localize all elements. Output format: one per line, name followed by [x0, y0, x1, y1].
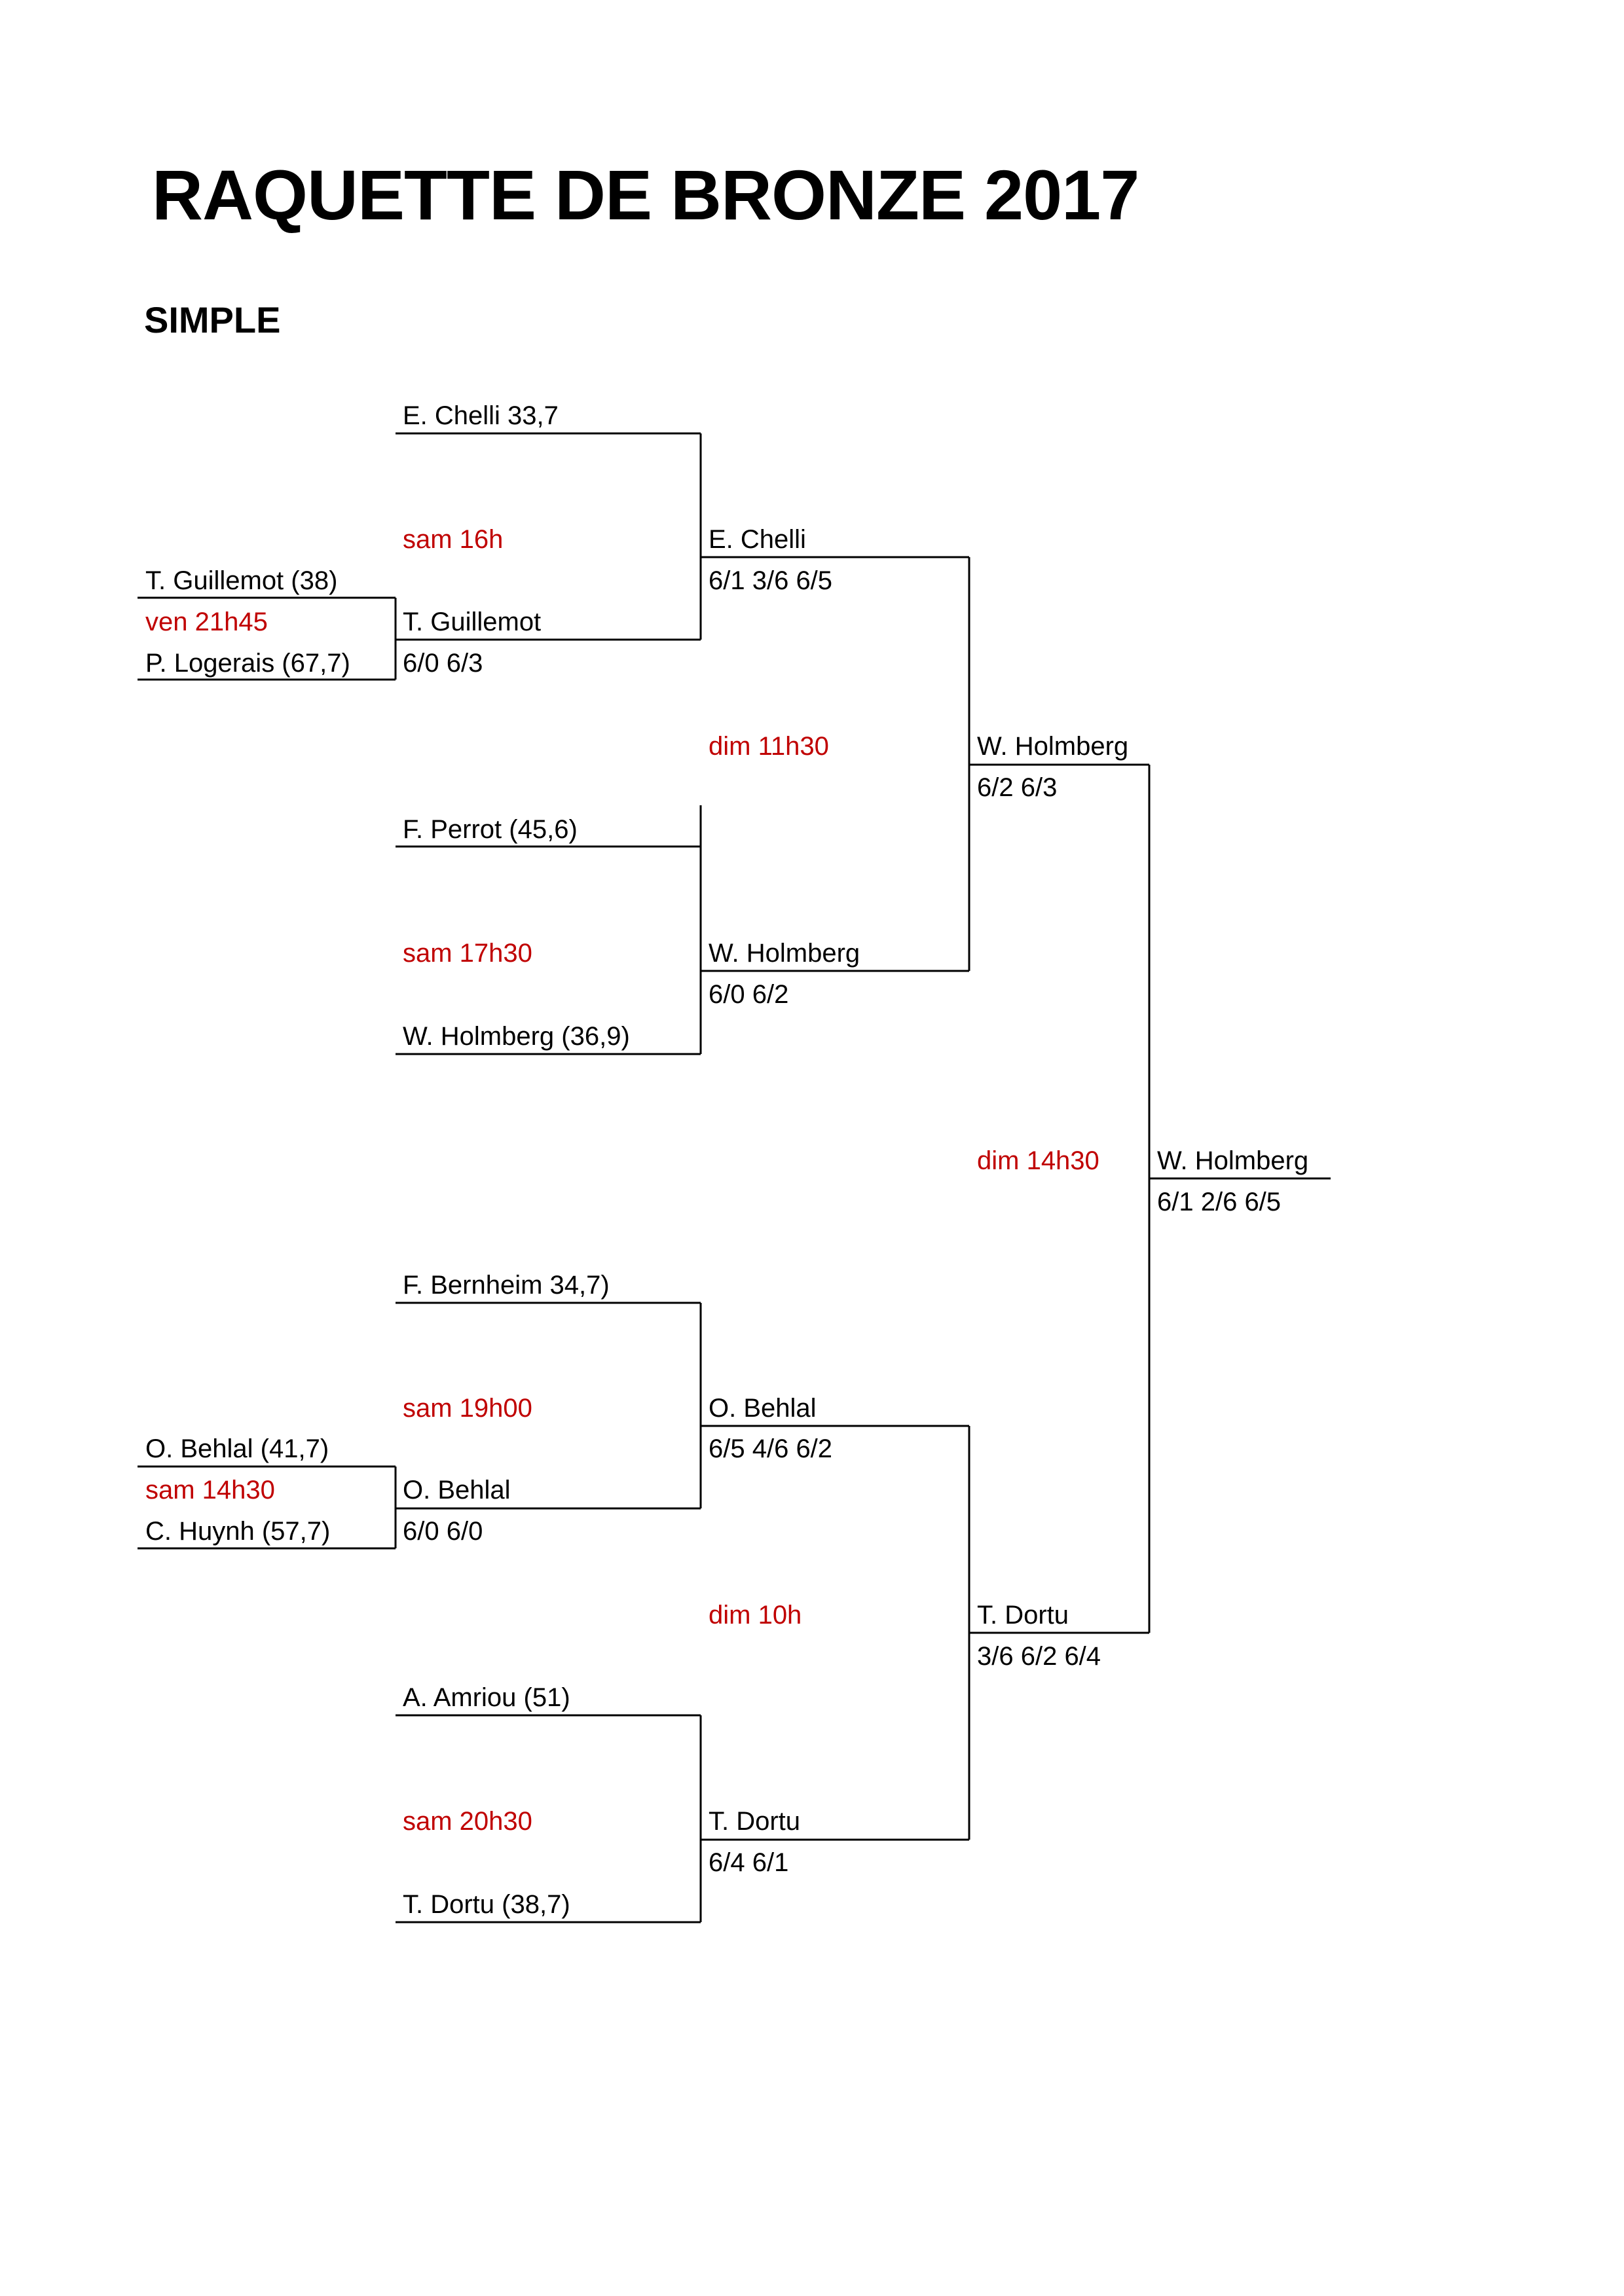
r1m4-player2: T. Dortu (38,7) — [403, 1890, 570, 1919]
r1m4-player1: A. Amriou (51) — [403, 1683, 570, 1712]
r1m2-player2: W. Holmberg (36,9) — [403, 1022, 630, 1051]
final-winner-name: W. Holmberg — [1157, 1146, 1309, 1175]
final-winner-score: 6/1 2/6 6/5 — [1157, 1188, 1282, 1216]
r1m3-player2-score: 6/0 6/0 — [403, 1517, 483, 1546]
page-title: RAQUETTE DE BRONZE 2017 — [152, 155, 1139, 234]
qf-winner2-score: 6/0 6/2 — [709, 980, 789, 1009]
sf-winner2-name: T. Dortu — [977, 1601, 1069, 1630]
qf-winner3-score: 6/5 4/6 6/2 — [709, 1434, 833, 1463]
sf-time: dim 14h30 — [977, 1146, 1099, 1175]
qf-winner4-name: T. Dortu — [709, 1807, 801, 1836]
r1m3-time: sam 19h00 — [403, 1394, 532, 1423]
qf-bottom-time: dim 10h — [709, 1601, 802, 1630]
prelim-bottom-player2: C. Huynh (57,7) — [145, 1517, 331, 1546]
prelim-top-player2: P. Logerais (67,7) — [145, 649, 350, 678]
qf-winner3-name: O. Behlal — [709, 1394, 817, 1423]
sf-winner2-score: 3/6 6/2 6/4 — [977, 1642, 1101, 1671]
qf-top-time: dim 11h30 — [709, 732, 829, 761]
r1m2-time: sam 17h30 — [403, 939, 532, 968]
r1m1-player2-score: 6/0 6/3 — [403, 649, 483, 678]
sf-winner1-name: W. Holmberg — [977, 732, 1129, 761]
r1m2-player1: F. Perrot (45,6) — [403, 815, 578, 844]
r1m1-player2: T. Guillemot — [403, 608, 542, 636]
qf-winner1-score: 6/1 3/6 6/5 — [709, 566, 833, 595]
prelim-bottom-player1: O. Behlal (41,7) — [145, 1434, 329, 1463]
prelim-top-time: ven 21h45 — [145, 608, 268, 636]
r1m1-time: sam 16h — [403, 525, 504, 554]
prelim-bottom-time: sam 14h30 — [145, 1476, 275, 1504]
r1m3-player2: O. Behlal — [403, 1476, 511, 1504]
qf-winner4-score: 6/4 6/1 — [709, 1848, 789, 1877]
qf-winner2-name: W. Holmberg — [709, 939, 860, 968]
section-title: SIMPLE — [144, 299, 281, 340]
r1m4-time: sam 20h30 — [403, 1807, 532, 1836]
qf-winner1-name: E. Chelli — [709, 525, 806, 554]
sf-winner1-score: 6/2 6/3 — [977, 773, 1058, 802]
prelim-top-player1: T. Guillemot (38) — [145, 566, 338, 595]
r1m1-player1: E. Chelli 33,7 — [403, 401, 559, 430]
r1m3-player1: F. Bernheim 34,7) — [403, 1271, 610, 1300]
